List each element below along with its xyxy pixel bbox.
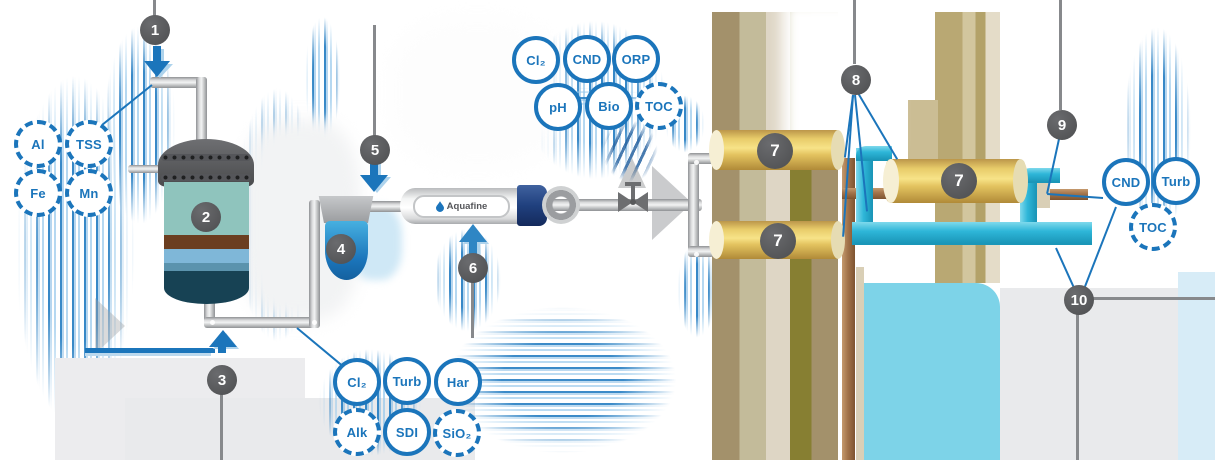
param-badge-cnd-top: CND bbox=[563, 35, 611, 83]
param-badge-alk: Alk bbox=[333, 408, 381, 456]
param-badge-toc-right: TOC bbox=[1129, 203, 1177, 251]
beige-strip bbox=[856, 267, 864, 460]
valve-icon bbox=[618, 182, 648, 212]
gray-basin bbox=[1000, 288, 1178, 460]
param-badge-cl2-bottom: Cl₂ bbox=[333, 358, 381, 406]
uv-feed-pipe bbox=[348, 201, 410, 212]
flow-arrow-6-up bbox=[459, 224, 489, 258]
tank-stub-pipe bbox=[128, 165, 166, 173]
membrane-end-left bbox=[709, 221, 724, 259]
membrane-end-right bbox=[1013, 159, 1028, 203]
step-marker-7a: 7 bbox=[757, 133, 793, 169]
param-badge-turb-right: Turb bbox=[1152, 157, 1200, 205]
marker3-line bbox=[220, 394, 223, 460]
pointer-10 bbox=[1055, 247, 1076, 291]
param-badge-al: Al bbox=[14, 120, 62, 168]
media-filter-cap bbox=[158, 139, 254, 187]
concentrate-main-pipe bbox=[852, 222, 1092, 245]
uv-brand-label: Aquafine bbox=[446, 201, 488, 212]
pointer-9 bbox=[1046, 138, 1060, 194]
step-marker-4: 4 bbox=[326, 234, 356, 264]
marker1-line bbox=[153, 0, 156, 19]
inlet-pipe bbox=[150, 77, 207, 88]
param-badge-sdi: SDI bbox=[383, 408, 431, 456]
backwash-line-shadow bbox=[85, 353, 211, 356]
membrane-end-left bbox=[883, 159, 899, 203]
param-badge-toc-top: TOC bbox=[635, 82, 683, 130]
pointer-product-concentrate bbox=[1083, 206, 1117, 290]
step-marker-5: 5 bbox=[360, 135, 390, 165]
cartridge-filter-cap bbox=[318, 196, 374, 223]
concentrate-hook-1 bbox=[856, 146, 892, 161]
manifold-arm-top bbox=[688, 153, 714, 164]
flow-arrow-1-down bbox=[144, 46, 173, 78]
step-marker-8: 8 bbox=[841, 65, 871, 95]
media-layer-brown bbox=[164, 235, 249, 249]
media-layer-dark bbox=[164, 271, 249, 304]
gray-chevron bbox=[95, 298, 125, 354]
uv-unit-body: Aquafine bbox=[400, 188, 521, 224]
step-marker-7c: 7 bbox=[941, 163, 977, 199]
backwash-line bbox=[85, 348, 215, 353]
marker10-line-v bbox=[1076, 312, 1079, 460]
membrane-manifold bbox=[688, 153, 699, 257]
step-marker-6: 6 bbox=[458, 253, 488, 283]
param-badge-mn: Mn bbox=[65, 169, 113, 217]
cap-dot-ring bbox=[161, 154, 251, 161]
param-badge-har: Har bbox=[434, 358, 482, 406]
membrane-end-left bbox=[709, 130, 724, 170]
permeate-junction bbox=[1036, 176, 1050, 208]
manifold-arm-bottom bbox=[688, 246, 714, 257]
param-badge-bio: Bio bbox=[585, 82, 633, 130]
media-layer-lightblue bbox=[164, 249, 249, 263]
pale-blue-edge bbox=[1178, 272, 1215, 460]
tank-outlet-bottom bbox=[204, 317, 320, 328]
step-marker-9: 9 bbox=[1047, 110, 1077, 140]
cap-dot-ring bbox=[161, 174, 251, 181]
param-badge-fe: Fe bbox=[14, 169, 62, 217]
step-marker-10: 10 bbox=[1064, 285, 1094, 315]
step-marker-2: 2 bbox=[191, 202, 221, 232]
marker6-line bbox=[471, 282, 474, 338]
membrane-end-right bbox=[831, 130, 845, 170]
flow-arrow-5-down bbox=[360, 158, 391, 193]
param-badge-tss: TSS bbox=[65, 120, 113, 168]
flow-arrow-3-up bbox=[209, 330, 239, 353]
step-marker-3: 3 bbox=[207, 365, 237, 395]
marker10-line-h bbox=[1093, 297, 1215, 300]
media-filter-body bbox=[164, 182, 249, 304]
filter-riser bbox=[309, 200, 320, 328]
marker8-line bbox=[853, 0, 856, 64]
cyan-basin bbox=[862, 283, 1000, 460]
param-badge-orp: ORP bbox=[612, 35, 660, 83]
marker5-line bbox=[373, 25, 376, 136]
step-marker-7b: 7 bbox=[760, 223, 796, 259]
media-layer-steel bbox=[164, 263, 249, 271]
param-badge-sio2: SiO₂ bbox=[433, 409, 481, 457]
interstage-pipe bbox=[842, 158, 855, 460]
pipe-flange bbox=[542, 186, 580, 224]
param-badge-turb-bottom: Turb bbox=[383, 357, 431, 405]
water-drop-icon bbox=[435, 201, 444, 212]
param-badge-cnd-right: CND bbox=[1102, 158, 1150, 206]
param-badge-ph: pH bbox=[534, 83, 582, 131]
param-badge-cl2-top: Cl₂ bbox=[512, 36, 560, 84]
step-marker-1: 1 bbox=[140, 15, 170, 45]
membrane-end-right bbox=[831, 221, 845, 259]
marker9-line bbox=[1059, 0, 1062, 110]
inlet-pipe-drop bbox=[196, 77, 207, 143]
uv-label-window: Aquafine bbox=[413, 195, 510, 218]
